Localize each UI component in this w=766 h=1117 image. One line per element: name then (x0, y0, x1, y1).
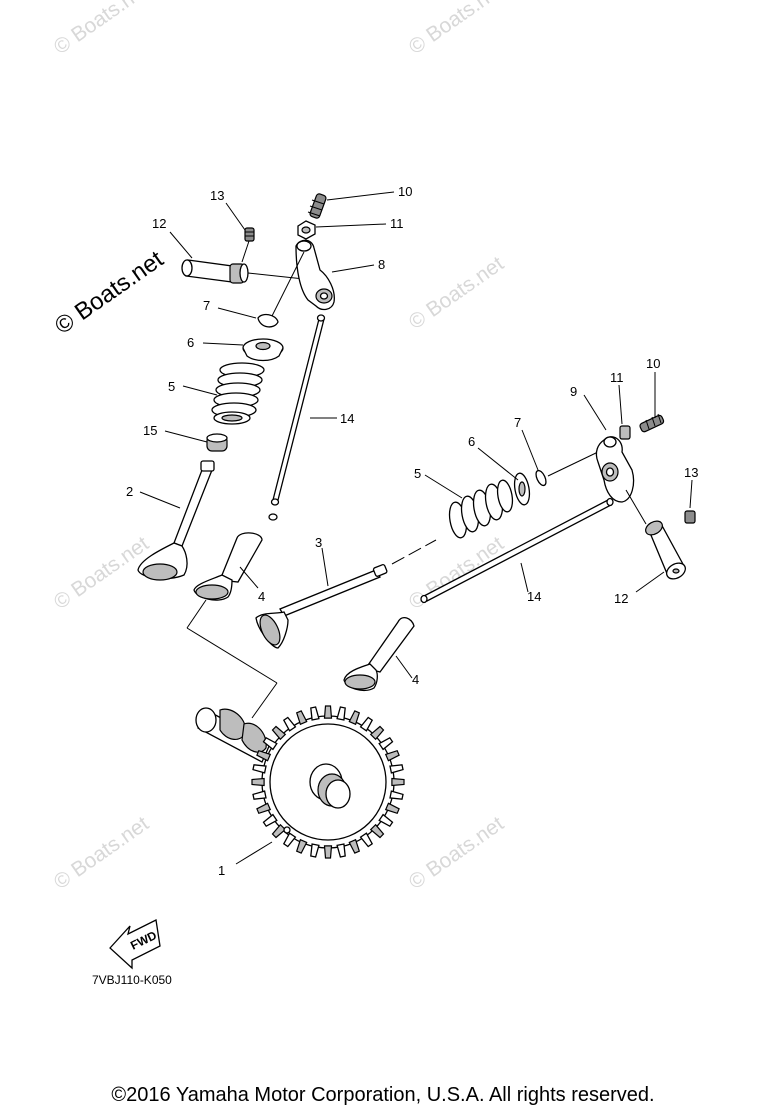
part-14-push-rod-right (420, 497, 614, 604)
gear-tooth (310, 843, 320, 858)
part-label: 13 (684, 465, 698, 480)
part-11-nut-left (297, 220, 316, 240)
part-5-valve-spring-left (211, 362, 265, 425)
gear-tooth (369, 823, 385, 839)
gear-tooth (282, 832, 297, 848)
part-label: 5 (414, 466, 421, 481)
watermark: © Boats.net (405, 532, 508, 614)
part-6-spring-retainer-right (513, 472, 531, 506)
part-label: 12 (614, 591, 628, 606)
leader-line (251, 682, 278, 719)
gear-tooth (389, 764, 404, 774)
part-1-camshaft (195, 705, 405, 859)
gear-teeth (251, 705, 405, 859)
gear-tooth (295, 838, 308, 854)
gear-tooth (391, 777, 405, 787)
part-13-bolt-right (684, 510, 696, 524)
gear-tooth (282, 716, 297, 732)
part-label: 10 (646, 356, 660, 371)
gear-tooth (378, 736, 394, 751)
gear-tooth (252, 790, 267, 800)
part-5-valve-spring-right (448, 479, 514, 539)
gear-tooth (389, 790, 404, 800)
gear-tooth (262, 736, 278, 751)
part-label: 11 (390, 216, 404, 231)
gear-tooth (271, 823, 287, 839)
watermark: © Boats.net (405, 252, 508, 334)
gear-tooth (348, 838, 361, 854)
gear-tooth (251, 777, 265, 787)
part-12-rocker-shaft-right (645, 520, 686, 580)
gear-tooth (252, 764, 267, 774)
gear-tooth (262, 813, 278, 828)
part-8-rocker-arm (269, 239, 335, 321)
part-label: 13 (210, 188, 224, 203)
gear-tooth (359, 832, 374, 848)
leader-lines (139, 191, 693, 865)
gear-tooth (384, 802, 400, 815)
part-label: 9 (570, 384, 577, 399)
watermark: © Boats.net (50, 812, 153, 894)
watermark: © Boats.net (405, 0, 508, 59)
part-10-adjust-screw-right (639, 413, 665, 433)
part-label: 14 (527, 589, 541, 604)
part-11-nut-right (619, 425, 631, 440)
watermark: © Boats.net (50, 245, 169, 339)
gear-tooth (359, 716, 374, 732)
part-13-bolt-left (241, 227, 255, 263)
part-4-valve-lifter-left (193, 532, 263, 601)
fwd-arrow-icon: FWD (109, 919, 161, 970)
part-label: 4 (412, 672, 419, 687)
gear-tooth (295, 710, 308, 726)
part-label: 10 (398, 184, 412, 199)
gear-tooth (256, 802, 272, 815)
part-3-exhaust-valve (255, 539, 437, 649)
gear-tooth (336, 706, 346, 721)
part-7-valve-cotter-left (257, 313, 279, 328)
part-label: 11 (610, 370, 624, 385)
part-label: 1 (218, 863, 225, 878)
part-9-rocker-arm (595, 436, 647, 525)
part-label: 6 (187, 335, 194, 350)
gear-tooth (378, 813, 394, 828)
part-label: 3 (315, 535, 322, 550)
part-2-intake-valve (137, 460, 215, 581)
leader-line (186, 627, 278, 684)
gear-tooth (323, 845, 333, 859)
gear-tooth (271, 725, 287, 741)
part-10-adjust-screw-left (307, 193, 327, 219)
part-label: 15 (143, 423, 157, 438)
leader-line (186, 599, 207, 629)
copyright-notice: ©2016 Yamaha Motor Corporation, U.S.A. A… (111, 1084, 655, 1106)
part-12-rocker-shaft-left (181, 259, 305, 284)
gear-tooth (310, 706, 320, 721)
part-labels: 13 12 10 11 8 7 6 5 15 14 2 3 4 9 11 10 … (126, 184, 698, 878)
part-label: 4 (258, 589, 265, 604)
gear-tooth (348, 710, 361, 726)
gear-tooth (256, 749, 272, 762)
diagram-code: 7VBJ110-K050 (92, 973, 172, 987)
part-label: 2 (126, 484, 133, 499)
watermark: © Boats.net (50, 532, 153, 614)
part-label: 6 (468, 434, 475, 449)
watermark: © Boats.net (405, 812, 508, 894)
part-label: 14 (340, 411, 354, 426)
part-label: 7 (203, 298, 210, 313)
gear-tooth (384, 749, 400, 762)
part-7-valve-cotter-right (535, 451, 599, 487)
part-4-valve-lifter-right (343, 616, 415, 692)
part-14-push-rod-left (268, 314, 326, 521)
part-label: 5 (168, 379, 175, 394)
part-6-spring-retainer-left (242, 338, 284, 362)
gear-tooth (336, 843, 346, 858)
watermark: © Boats.net (50, 0, 153, 59)
part-label: 12 (152, 216, 166, 231)
part-label: 7 (514, 415, 521, 430)
part-15-valve-stem-seal (206, 433, 228, 452)
gear-tooth (369, 725, 385, 741)
gear-tooth (323, 705, 333, 719)
part-label: 8 (378, 257, 385, 272)
